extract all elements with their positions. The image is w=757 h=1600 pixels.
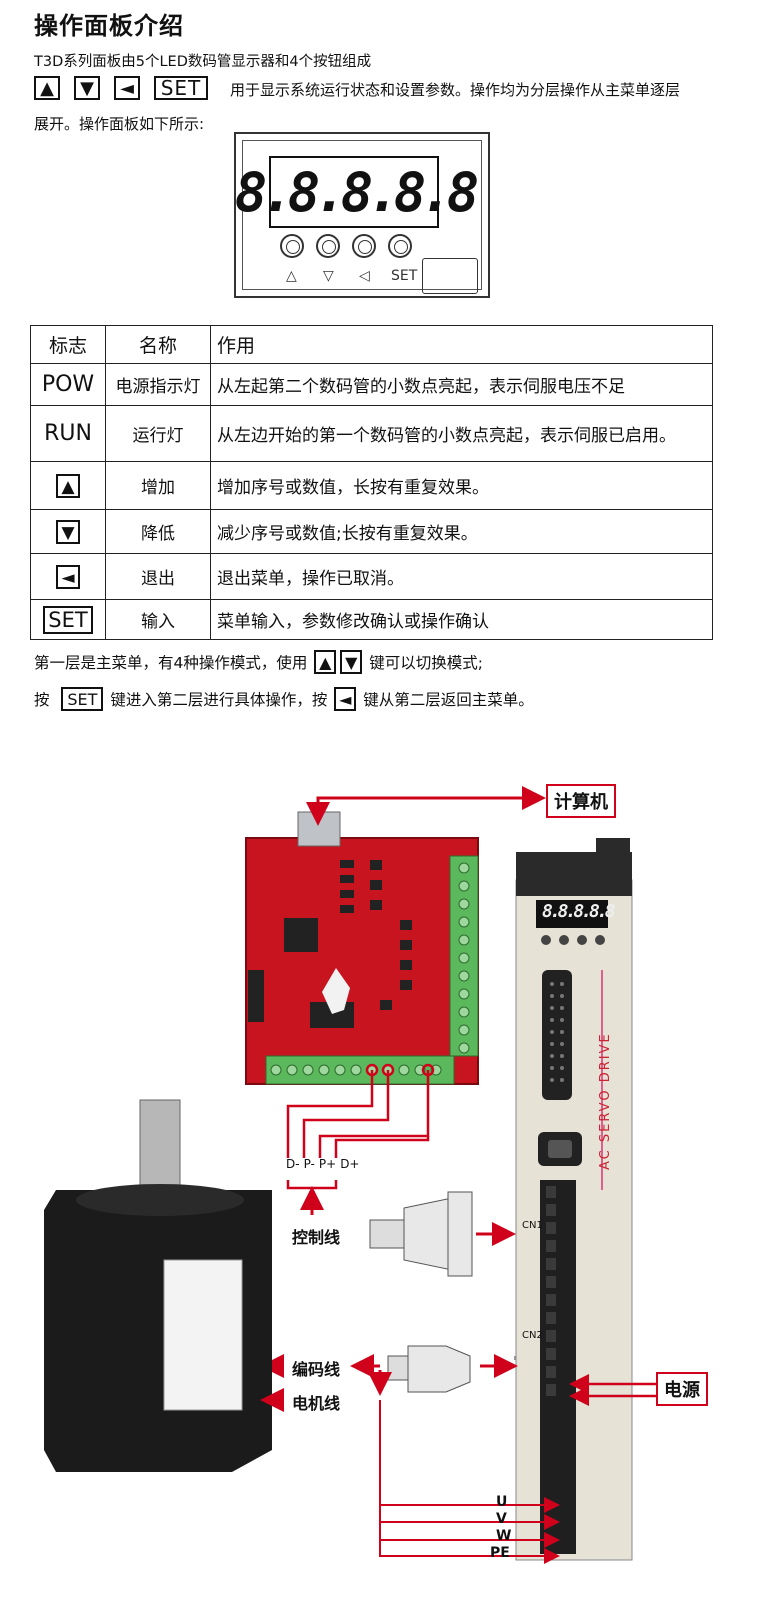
- drive-display-digits: 8.8.8.8.8: [542, 901, 616, 922]
- panel-back-label: ◁: [359, 268, 370, 284]
- db-connector: [369, 1191, 473, 1277]
- row-function: 退出菜单，操作已取消。: [210, 553, 713, 600]
- row-sign: SET: [30, 599, 106, 640]
- back-key-icon: ◄: [56, 565, 80, 589]
- phase-u-label: U: [496, 1494, 508, 1510]
- up-key-icon: ▲: [56, 474, 80, 498]
- row-name: 电源指示灯: [105, 363, 211, 406]
- signal-labels: D- P- P+ D+: [286, 1157, 359, 1171]
- cn1-label: CN1: [522, 1220, 543, 1231]
- set-key-icon: SET: [43, 605, 93, 634]
- encoder-line-label: 编码线: [292, 1360, 341, 1379]
- header-name: 名称: [105, 325, 211, 364]
- row-sign: RUN: [30, 405, 106, 462]
- note-line-2: 按 SET 键进入第二层进行具体操作，按 ◄ 键从第二层返回主菜单。: [34, 687, 534, 711]
- down-key-icon: ▼: [56, 520, 80, 544]
- power-callout: 电源: [656, 1372, 708, 1406]
- up-key-icon: ▲: [314, 650, 337, 674]
- row-function: 从左起第二个数码管的小数点亮起，表示伺服电压不足: [210, 363, 713, 406]
- control-line-label: 控制线: [292, 1228, 341, 1247]
- signal-label: D-: [286, 1157, 300, 1171]
- key-row: ▲ ▼ ◄ SET: [34, 74, 222, 102]
- servo-motor: [44, 1099, 272, 1472]
- panel-back-button: [352, 234, 376, 258]
- note-text: 键从第二层返回主菜单。: [363, 691, 534, 709]
- row-function: 菜单输入，参数修改确认或操作确认: [210, 599, 713, 640]
- down-key: ▼: [74, 76, 100, 100]
- led-digits: 8.8.8.8.8: [234, 160, 480, 224]
- down-key-icon: ▼: [340, 650, 363, 674]
- row-function: 增加序号或数值，长按有重复效果。: [210, 461, 713, 510]
- encoder-connector: [387, 1345, 471, 1393]
- table-row: SET 输入 菜单输入，参数修改确认或操作确认: [30, 599, 713, 640]
- header-sign: 标志: [30, 325, 106, 364]
- function-table: 标志 名称 作用 POW 电源指示灯 从左起第二个数码管的小数点亮起，表示伺服电…: [30, 325, 713, 640]
- panel-down-label: ▽: [323, 268, 334, 284]
- panel-up-button: [280, 234, 304, 258]
- row-name: 降低: [105, 509, 211, 554]
- panel-set-button: [388, 234, 412, 258]
- row-name: 退出: [105, 553, 211, 600]
- table-row: ▲ 增加 增加序号或数值，长按有重复效果。: [30, 461, 713, 510]
- operation-panel-illustration: 8.8.8.8.8 △ ▽ ◁ SET: [234, 132, 490, 298]
- computer-callout: 计算机: [546, 784, 616, 818]
- row-sign: POW: [30, 363, 106, 406]
- table-header-row: 标志 名称 作用: [30, 325, 713, 364]
- row-name: 增加: [105, 461, 211, 510]
- led-display: 8.8.8.8.8: [235, 156, 479, 228]
- panel-connector-box: [422, 258, 478, 294]
- table-row: POW 电源指示灯 从左起第二个数码管的小数点亮起，表示伺服电压不足: [30, 363, 713, 406]
- note-text: 第一层是主菜单，有4种操作模式，使用: [34, 654, 308, 672]
- panel-up-label: △: [286, 268, 297, 284]
- phase-v-label: V: [496, 1511, 507, 1527]
- servo-drive: [514, 838, 633, 1561]
- up-key: ▲: [34, 76, 60, 100]
- note-text: 键进入第二层进行具体操作，按: [110, 691, 328, 709]
- signal-label: P-: [303, 1157, 315, 1171]
- wiring-diagram: [44, 786, 656, 1564]
- intro-text: T3D系列面板由5个LED数码管显示器和4个按钮组成: [34, 54, 372, 70]
- row-function: 减少序号或数值;长按有重复效果。: [210, 509, 713, 554]
- motor-line-label: 电机线: [292, 1394, 341, 1413]
- panel-buttons: [280, 234, 412, 258]
- phase-pe-label: PE: [490, 1545, 510, 1561]
- intro-text-2: 用于显示系统运行状态和设置参数。操作均为分层操作从主菜单逐层: [230, 81, 681, 99]
- note-line-1: 第一层是主菜单，有4种操作模式，使用 ▲ ▼ 键可以切换模式;: [34, 650, 483, 674]
- row-sign: ▼: [30, 509, 106, 554]
- row-function: 从左边开始的第一个数码管的小数点亮起，表示伺服已启用。: [210, 405, 713, 462]
- note-text: 按: [34, 691, 50, 709]
- panel-inner-frame: [242, 140, 482, 290]
- page-title: 操作面板介绍: [34, 12, 184, 40]
- note-text: 键可以切换模式;: [369, 654, 483, 672]
- intro-text-3: 展开。操作面板如下所示:: [34, 115, 205, 133]
- row-name: 输入: [105, 599, 211, 640]
- signal-label: D+: [340, 1157, 360, 1171]
- table-row: ▼ 降低 减少序号或数值;长按有重复效果。: [30, 509, 713, 554]
- header-function: 作用: [210, 325, 713, 364]
- row-name: 运行灯: [105, 405, 211, 462]
- phase-w-label: W: [496, 1528, 512, 1544]
- table-row: ◄ 退出 退出菜单，操作已取消。: [30, 553, 713, 600]
- row-sign: ◄: [30, 553, 106, 600]
- row-sign: ▲: [30, 461, 106, 510]
- signal-label: P+: [318, 1157, 337, 1171]
- back-key: ◄: [114, 76, 140, 100]
- set-key-icon: SET: [61, 687, 104, 711]
- drive-brand-text: AC SERVO DRIVE: [598, 1032, 613, 1170]
- controller-board: [245, 811, 479, 1085]
- set-key: SET: [154, 76, 208, 100]
- panel-down-button: [316, 234, 340, 258]
- panel-set-label: SET: [391, 268, 418, 284]
- table-row: RUN 运行灯 从左边开始的第一个数码管的小数点亮起，表示伺服已启用。: [30, 405, 713, 462]
- back-key-icon: ◄: [334, 687, 357, 711]
- cn2-label: CN2: [522, 1330, 543, 1341]
